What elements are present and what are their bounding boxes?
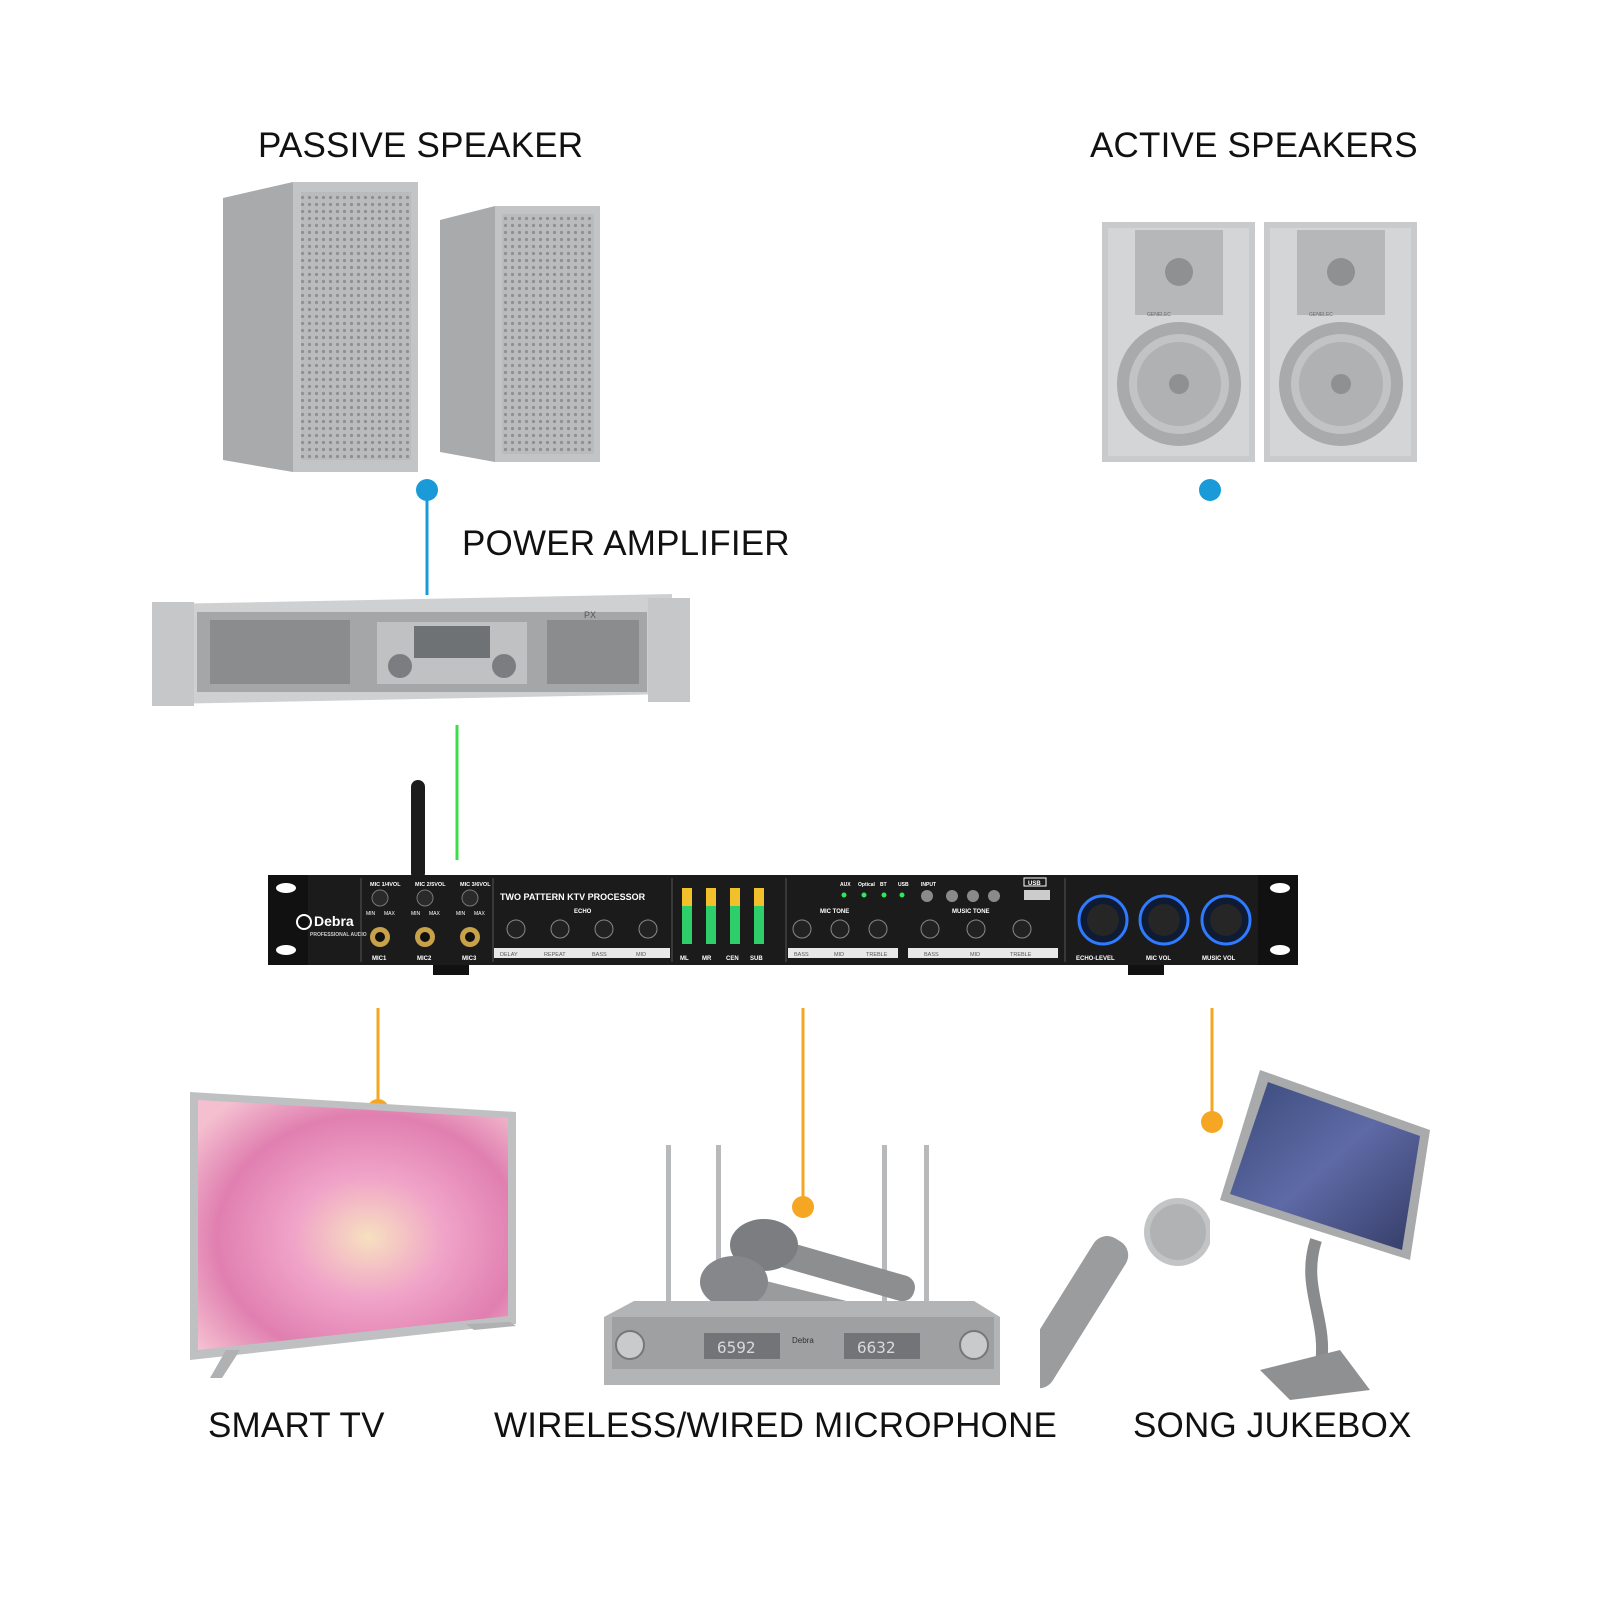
smart-tv-label: SMART TV <box>208 1406 385 1445</box>
svg-text:BT: BT <box>880 882 887 888</box>
amp-badge: PX <box>584 610 596 620</box>
input-section: AUX Optical BT USB INPUT USB <box>840 877 1050 902</box>
svg-text:MID: MID <box>970 952 980 958</box>
active-speakers-image: GENELEC GENELEC <box>1102 222 1417 462</box>
wired-microphone-image <box>1040 1198 1210 1389</box>
svg-text:BASS: BASS <box>592 952 607 958</box>
svg-text:MAX: MAX <box>384 911 396 917</box>
svg-text:MIC3: MIC3 <box>462 956 477 962</box>
svg-text:MAX: MAX <box>429 911 441 917</box>
passive-speaker-right <box>440 206 600 462</box>
brand-logo: Debra PROFESSIONAL AUDIO <box>296 913 367 938</box>
mic-line <box>792 1008 814 1218</box>
svg-text:ML: ML <box>680 956 689 962</box>
svg-text:DELAY: DELAY <box>500 952 518 958</box>
passive-speaker-label: PASSIVE SPEAKER <box>258 126 584 165</box>
active-speakers-line <box>1199 479 1221 862</box>
mic-vol-label-3: MIC 3/6VOL <box>460 882 491 888</box>
brand-name: Debra <box>314 913 354 929</box>
monitor-brand-left: GENELEC <box>1147 312 1171 318</box>
svg-text:ECHO-LEVEL: ECHO-LEVEL <box>1076 956 1115 962</box>
svg-text:MIN: MIN <box>411 911 421 917</box>
echo-section: TWO PATTERN KTV PROCESSOR ECHO DELAY REP… <box>494 892 670 958</box>
mic-vol-label-2: MIC 2/5VOL <box>415 882 446 888</box>
svg-text:MIC2: MIC2 <box>417 956 432 962</box>
svg-text:MAX: MAX <box>474 911 486 917</box>
svg-text:MUSIC TONE: MUSIC TONE <box>952 909 990 915</box>
svg-text:BASS: BASS <box>794 952 809 958</box>
active-speaker-left: GENELEC <box>1102 222 1255 462</box>
music-tone-section: MUSIC TONE BASS MID TREBLE <box>908 909 1058 958</box>
svg-text:SUB: SUB <box>750 956 763 962</box>
svg-text:MIC VOL: MIC VOL <box>1146 956 1171 962</box>
mic-vol-section: MIC 1/4VOL MIC 2/5VOL MIC 3/6VOL MIN MAX… <box>366 882 491 962</box>
wireless-microphone-image: 6592 6632 Debra <box>604 1145 1000 1385</box>
active-speakers-label: ACTIVE SPEAKERS <box>1090 126 1418 165</box>
mic-tone-section: MIC TONE BASS MID TREBLE <box>788 909 898 958</box>
level-meters: ML MR CEN SUB <box>680 888 764 962</box>
mic-vol-label-1: MIC 1/4VOL <box>370 882 401 888</box>
svg-text:MR: MR <box>702 956 712 962</box>
svg-text:TREBLE: TREBLE <box>1010 952 1032 958</box>
power-amplifier-image: PX <box>152 594 690 706</box>
brand-subtitle: PROFESSIONAL AUDIO <box>310 932 367 938</box>
svg-text:CEN: CEN <box>726 956 739 962</box>
passive-speakers-image <box>223 182 600 472</box>
svg-text:MID: MID <box>636 952 646 958</box>
jukebox-line <box>1201 1008 1223 1133</box>
svg-text:USB: USB <box>898 882 909 888</box>
svg-text:ECHO: ECHO <box>574 909 592 915</box>
svg-text:MID: MID <box>834 952 844 958</box>
svg-text:INPUT: INPUT <box>921 882 936 888</box>
ktv-processor: Debra PROFESSIONAL AUDIO MIC 1/4VOL MIC … <box>268 780 1298 975</box>
svg-text:AUX: AUX <box>840 882 851 888</box>
svg-text:USB: USB <box>1028 881 1041 887</box>
song-jukebox-label: SONG JUKEBOX <box>1133 1406 1412 1445</box>
receiver-channel-b: 6632 <box>857 1338 896 1357</box>
receiver-brand: Debra <box>792 1336 814 1345</box>
svg-text:MIN: MIN <box>456 911 466 917</box>
svg-text:BASS: BASS <box>924 952 939 958</box>
svg-text:MIN: MIN <box>366 911 376 917</box>
smart-tv-image <box>190 1092 516 1378</box>
microphone-label: WIRELESS/WIRED MICROPHONE <box>494 1406 1058 1445</box>
antenna-icon <box>411 780 425 880</box>
svg-text:MIC1: MIC1 <box>372 956 387 962</box>
big-knobs: ECHO-LEVEL MIC VOL MUSIC VOL <box>1076 894 1252 962</box>
svg-text:MUSIC VOL: MUSIC VOL <box>1202 956 1236 962</box>
song-jukebox-image <box>1220 1070 1430 1400</box>
svg-text:REPEAT: REPEAT <box>544 952 566 958</box>
monitor-brand-right: GENELEC <box>1309 312 1333 318</box>
passive-to-amp-line <box>416 479 438 595</box>
svg-text:MIC TONE: MIC TONE <box>820 909 849 915</box>
receiver-channel-a: 6592 <box>717 1338 756 1357</box>
power-amplifier-label: POWER AMPLIFIER <box>462 524 790 563</box>
processor-title: TWO PATTERN KTV PROCESSOR <box>500 892 646 902</box>
svg-text:TREBLE: TREBLE <box>866 952 888 958</box>
active-speaker-right: GENELEC <box>1264 222 1417 462</box>
passive-speaker-left <box>223 182 418 472</box>
svg-text:Optical: Optical <box>858 882 876 888</box>
